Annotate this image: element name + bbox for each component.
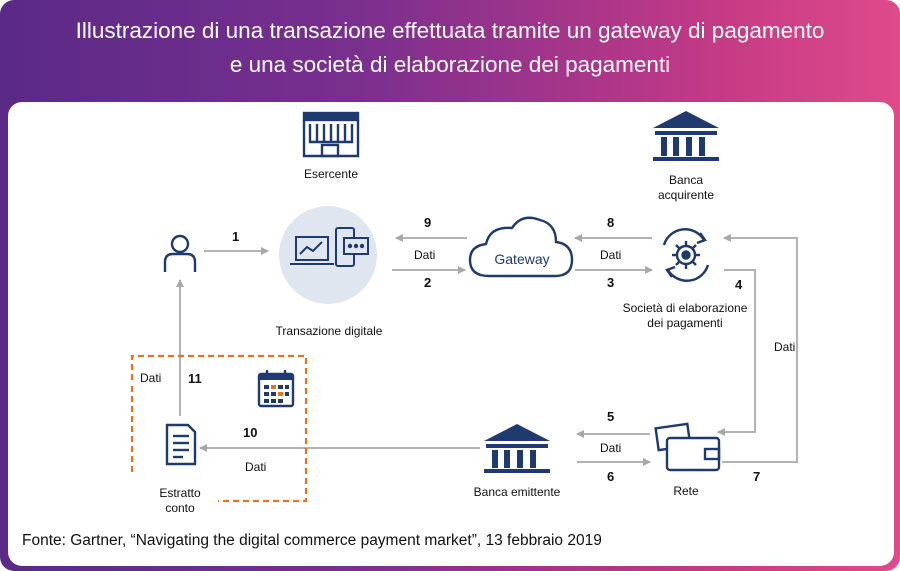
- diagram-panel: [8, 102, 894, 566]
- slide-title: Illustrazione di una transazione effettu…: [0, 14, 900, 82]
- gateway-label: Gateway: [494, 251, 550, 267]
- step-1: 1: [232, 229, 240, 244]
- step-6: 6: [607, 469, 615, 484]
- step-9: 9: [424, 215, 432, 230]
- step-11: 11: [188, 371, 202, 386]
- dati-label-gateway-right: Dati: [600, 248, 622, 262]
- dati-label-right: Dati: [774, 340, 796, 354]
- source-citation: Fonte: Gartner, “Navigating the digital …: [22, 532, 602, 549]
- gateway-cloud-icon: [468, 216, 574, 278]
- arrow-4: [717, 269, 756, 436]
- estratto-line-1: Estratto: [159, 486, 201, 500]
- statement-document-icon: [165, 423, 197, 466]
- dati-label-user: Dati: [140, 371, 162, 385]
- title-line-1: Illustrazione di una transazione effettu…: [75, 18, 825, 43]
- dati-label-statement: Dati: [245, 460, 267, 474]
- rete-label: Rete: [673, 484, 699, 498]
- step-8: 8: [607, 215, 615, 230]
- title-line-2: e una società di elaborazione dei pagame…: [229, 52, 671, 77]
- step-7: 7: [753, 469, 761, 484]
- processor-gear-icon: [662, 228, 710, 282]
- calendar-icon: [257, 370, 295, 408]
- step-10: 10: [243, 425, 258, 440]
- transazione-label: Transazione digitale: [275, 324, 383, 338]
- estratto-conto-label: Estratto conto: [140, 486, 220, 516]
- banca-acquirente-label: Banca acquirente: [626, 173, 746, 203]
- societa-line-2: dei pagamenti: [647, 316, 723, 330]
- arrow-7: [722, 234, 798, 463]
- step-2: 2: [424, 275, 432, 290]
- laptop-chart-icon: [290, 236, 334, 265]
- esercente-label: Esercente: [303, 167, 359, 181]
- user-icon: [163, 234, 197, 272]
- societa-label: Società di elaborazione dei pagamenti: [600, 301, 770, 331]
- banca-acquirente-line-2: acquirente: [657, 188, 715, 202]
- dashed-highlight-box: [130, 354, 308, 503]
- societa-line-1: Società di elaborazione: [622, 301, 748, 315]
- dati-label-rete: Dati: [600, 441, 622, 455]
- step-5: 5: [607, 409, 615, 424]
- banca-acquirente-line-1: Banca: [668, 173, 704, 187]
- dati-label-gateway-left: Dati: [414, 248, 436, 262]
- network-wallet-icon: [654, 422, 721, 472]
- mobile-payment-icon: [335, 227, 369, 267]
- acquiring-bank-icon: [653, 111, 719, 161]
- step-3: 3: [607, 275, 615, 290]
- step-4: 4: [735, 277, 743, 292]
- estratto-line-2: conto: [165, 501, 195, 515]
- banca-emittente-label: Banca emittente: [473, 485, 561, 499]
- issuing-bank-icon: [484, 424, 550, 473]
- storefront-icon: [302, 111, 360, 158]
